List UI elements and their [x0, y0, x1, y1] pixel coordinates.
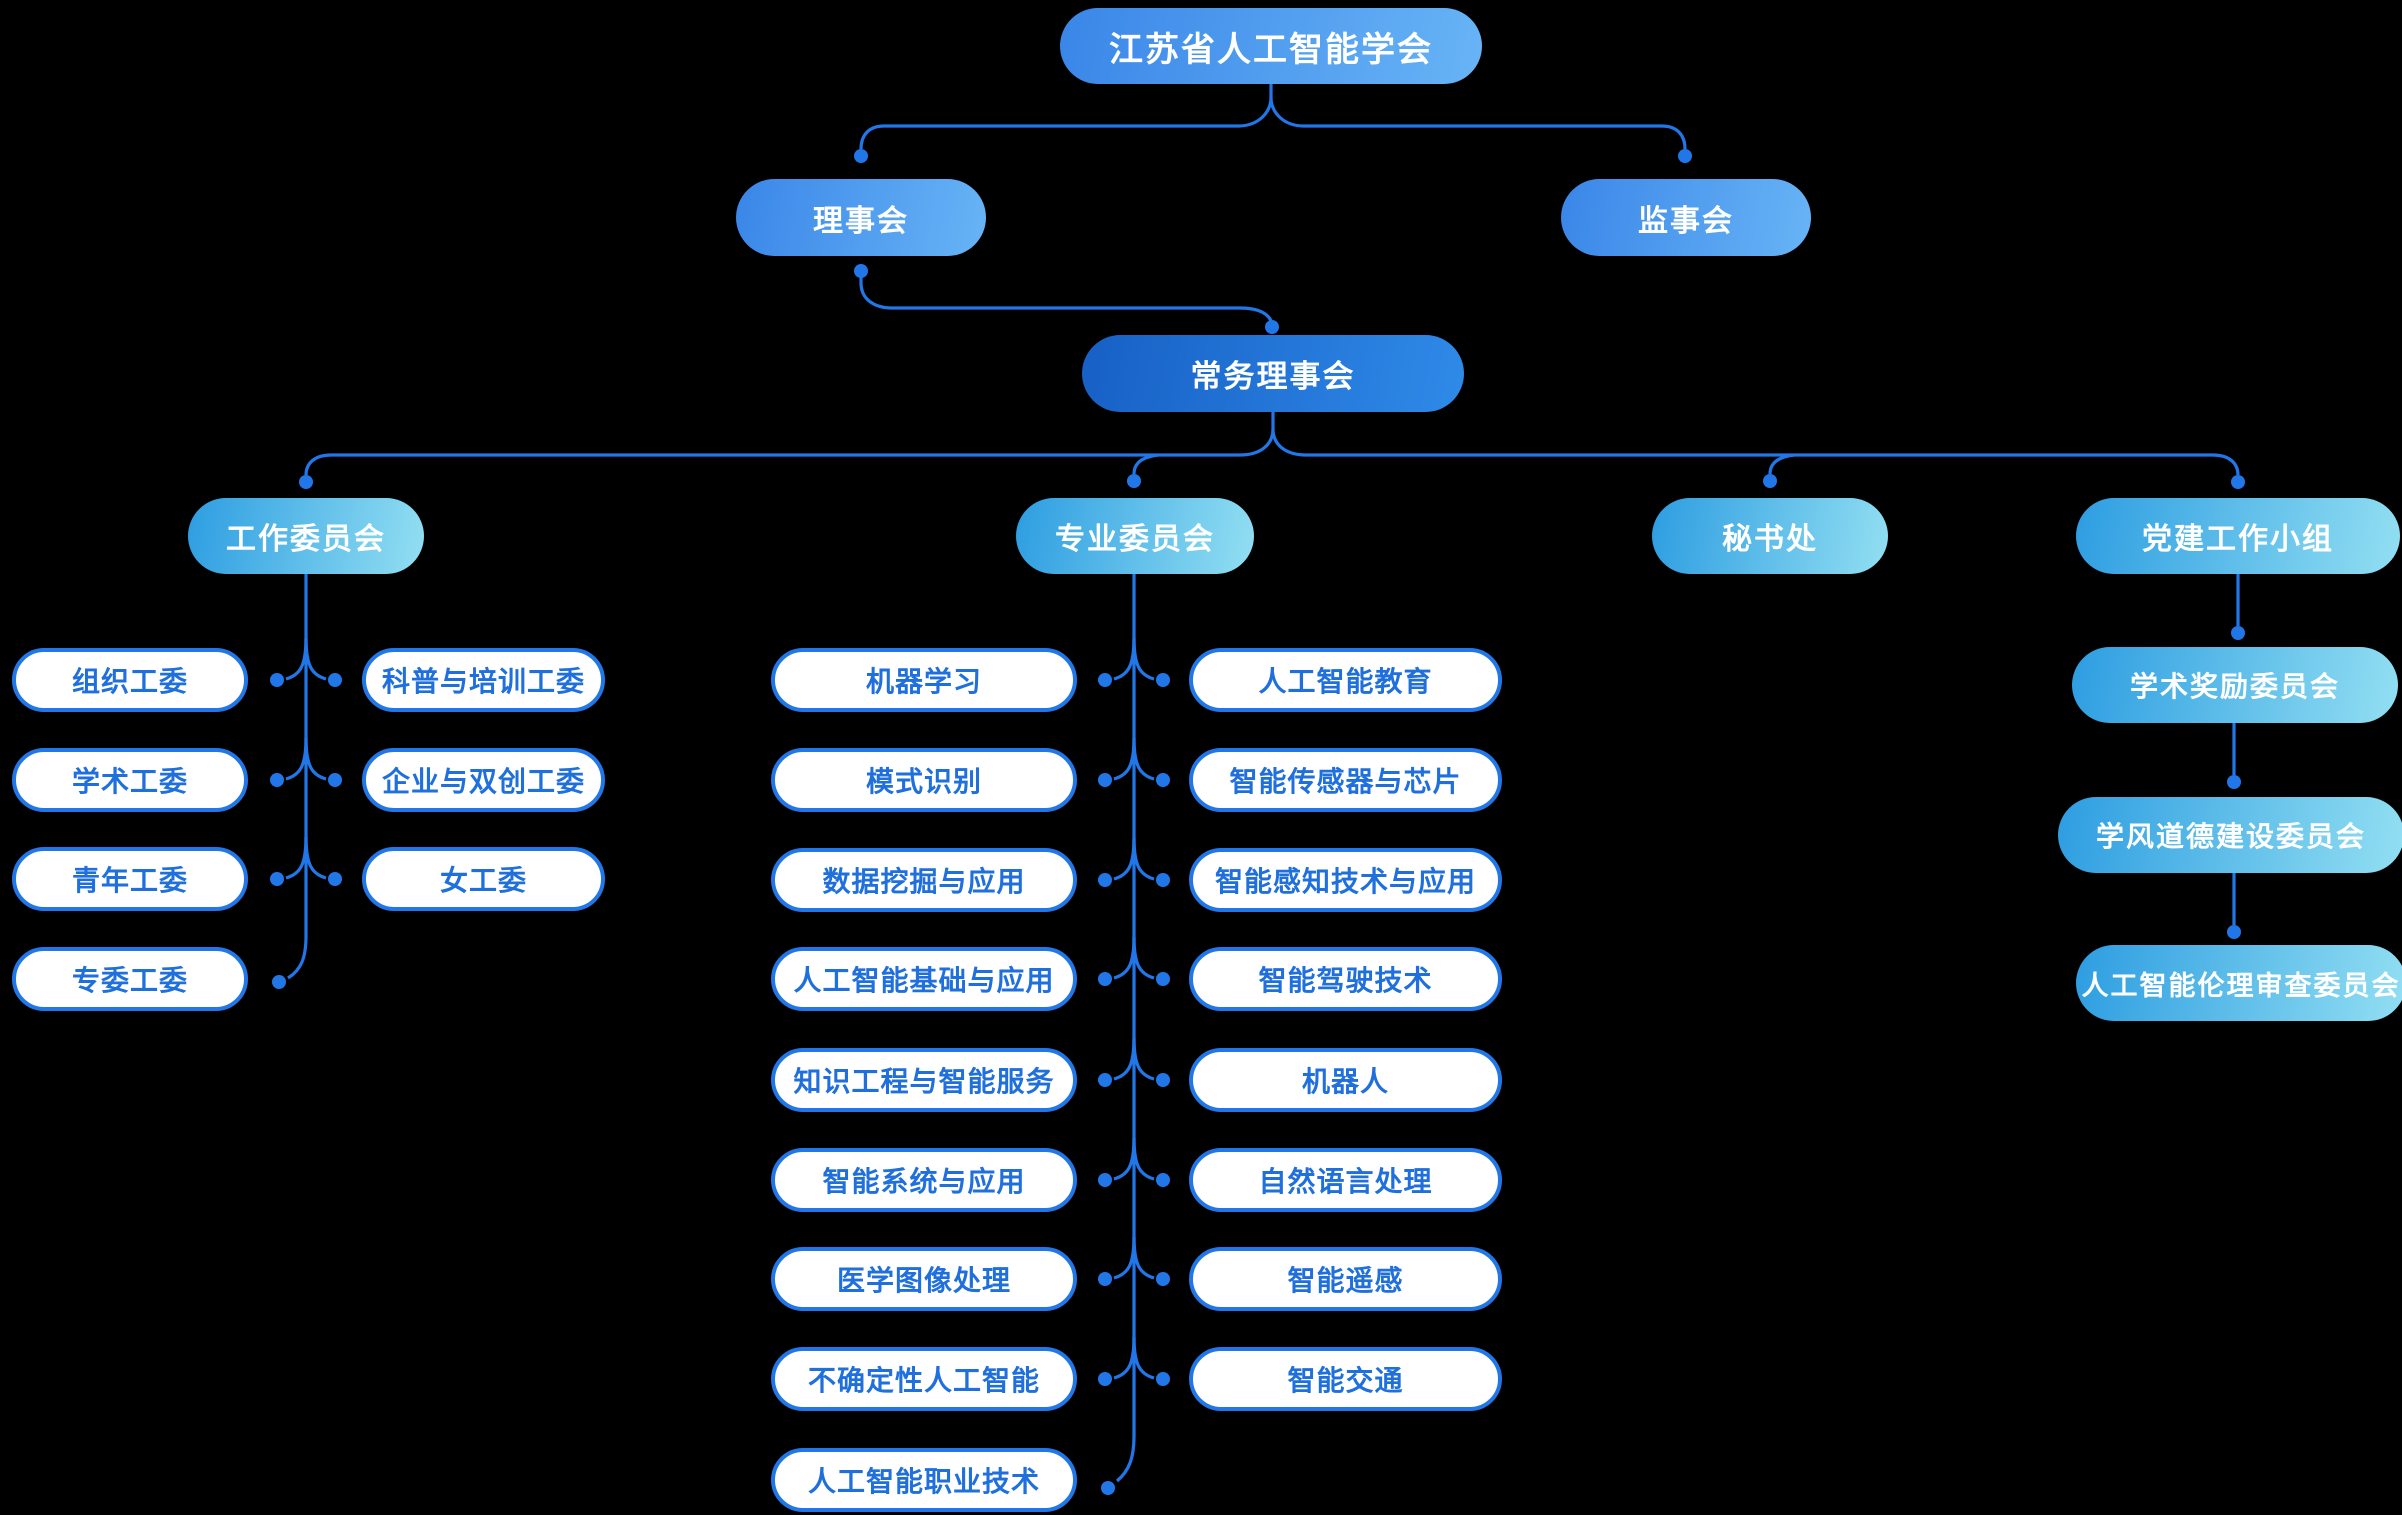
node-professional-committees: 专业委员会: [1016, 498, 1254, 574]
node-intelligent-perception: 智能感知技术与应用: [1189, 848, 1502, 912]
node-intelligent-driving: 智能驾驶技术: [1189, 947, 1502, 1011]
node-society-root: 江苏省人工智能学会: [1060, 8, 1482, 84]
node-pattern-recognition: 模式识别: [771, 748, 1077, 812]
node-robotics: 机器人: [1189, 1048, 1502, 1112]
node-secretariat: 秘书处: [1652, 498, 1888, 574]
node-medical-image-processing: 医学图像处理: [771, 1247, 1077, 1311]
node-standing-council: 常务理事会: [1082, 335, 1464, 412]
node-uncertain-ai: 不确定性人工智能: [771, 1347, 1077, 1411]
node-party-building-group: 党建工作小组: [2076, 498, 2400, 574]
node-ai-ethics-review-committee: 人工智能伦理审查委员会: [2076, 945, 2402, 1021]
node-intelligent-transportation: 智能交通: [1189, 1347, 1502, 1411]
node-board-of-supervisors: 监事会: [1561, 179, 1811, 256]
node-intelligent-systems: 智能系统与应用: [771, 1148, 1077, 1212]
node-academic-committee: 学术工委: [12, 748, 248, 812]
node-intelligent-remote-sensing: 智能遥感: [1189, 1247, 1502, 1311]
node-data-mining: 数据挖掘与应用: [771, 848, 1077, 912]
node-nlp: 自然语言处理: [1189, 1148, 1502, 1212]
node-smart-sensors-chips: 智能传感器与芯片: [1189, 748, 1502, 812]
node-women-committee: 女工委: [362, 847, 605, 911]
node-youth-committee: 青年工委: [12, 847, 248, 911]
node-board-of-directors: 理事会: [736, 179, 986, 256]
node-organization-committee: 组织工委: [12, 648, 248, 712]
node-ai-vocational-technology: 人工智能职业技术: [771, 1448, 1077, 1512]
node-machine-learning: 机器学习: [771, 648, 1077, 712]
node-academic-awards-committee: 学术奖励委员会: [2072, 647, 2398, 723]
node-ai-education: 人工智能教育: [1189, 648, 1502, 712]
node-enterprise-innovation-committee: 企业与双创工委: [362, 748, 605, 812]
node-ai-foundations: 人工智能基础与应用: [771, 947, 1077, 1011]
node-working-committees: 工作委员会: [188, 498, 424, 574]
node-special-committee: 专委工委: [12, 947, 248, 1011]
node-academic-conduct-committee: 学风道德建设委员会: [2058, 797, 2402, 873]
node-knowledge-engineering: 知识工程与智能服务: [771, 1048, 1077, 1112]
node-science-training-committee: 科普与培训工委: [362, 648, 605, 712]
